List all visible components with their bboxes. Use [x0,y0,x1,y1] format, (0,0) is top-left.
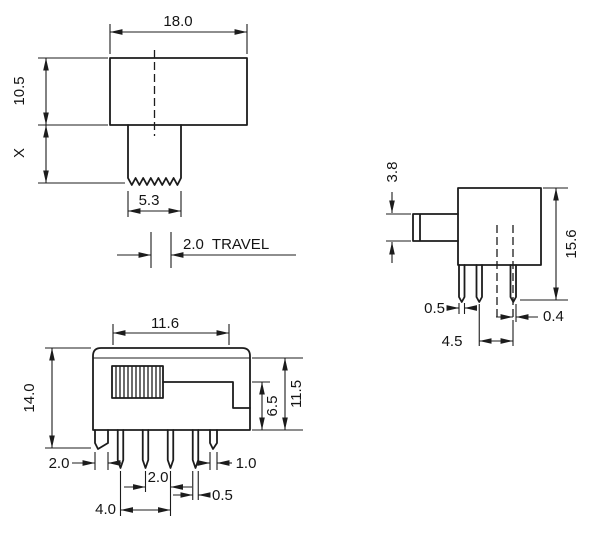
dim-travel-label: 2.0 TRAVEL [183,236,269,253]
side-body-outline [457,187,542,266]
dim-pin-width-extension-lines-front [192,471,199,500]
travel-tick-lines [150,232,172,268]
dim-pin-spacing-label: 4.5 [442,333,463,350]
dim-pin-depth-label: 6.5 [264,396,281,417]
dim-knob-thickness-extension-lines [386,213,411,242]
dim-overall-height-label-front: 14.0 [21,383,38,412]
slot-step-line [162,381,251,409]
dim-right-tab-label: 1.0 [236,455,257,472]
dim-width-label: 18.0 [163,13,192,30]
dim-pin-width-extension-lines [458,303,466,314]
dim-case-height-extension-lines [252,357,303,431]
view-side: 3.8 15.6 0.5 4.5 0.4 [384,162,580,350]
view-front: 11.6 14.0 11.5 6.5 2.0 1.0 2.0 0.5 4.0 [21,315,305,518]
dim-pin-width-label: 0.5 [424,300,445,317]
side-pins [458,264,517,303]
left-dims-extension-lines [38,57,125,184]
dim-pin-span-extension-lines [119,471,172,516]
dim-pin-span-label: 4.0 [95,501,116,518]
dim-overall-height-label: 15.6 [563,229,580,258]
dim-knob-thickness-label: 3.8 [384,162,401,183]
dim-pin-width-label-front: 0.5 [212,487,233,504]
view-top: 18.0 10.5 X 5.3 2.0 TRAVEL [11,13,296,268]
dim-pin-pitch-label: 2.0 [148,469,169,486]
knob-outline-break-line [127,124,182,186]
front-pins [116,429,200,469]
dim-body-height-label: 10.5 [11,76,28,105]
knob-hatching [115,366,161,398]
dim-knob-width-label: 5.3 [139,192,160,209]
dim-overall-height-extension-lines [520,187,568,301]
dim-right-tab-extension-lines [209,452,218,470]
dim-body-width-label: 11.6 [151,315,179,332]
dim-left-tab-extension-lines [94,452,109,470]
case-outline [92,347,251,431]
mounting-tabs [94,429,218,450]
dim-pin-offset-label: 0.4 [543,308,564,325]
side-knob-outline [412,213,459,242]
dim-case-height-label: 11.5 [288,380,305,408]
dim-knob-height-label: X [11,148,28,158]
dim-left-tab-label: 2.0 [49,455,70,472]
side-pin-centerlines [496,225,514,320]
switch-body-outline [109,57,248,126]
dim-width-extension-lines [109,24,248,54]
dim-pin-spacing-extension-lines [478,304,514,346]
